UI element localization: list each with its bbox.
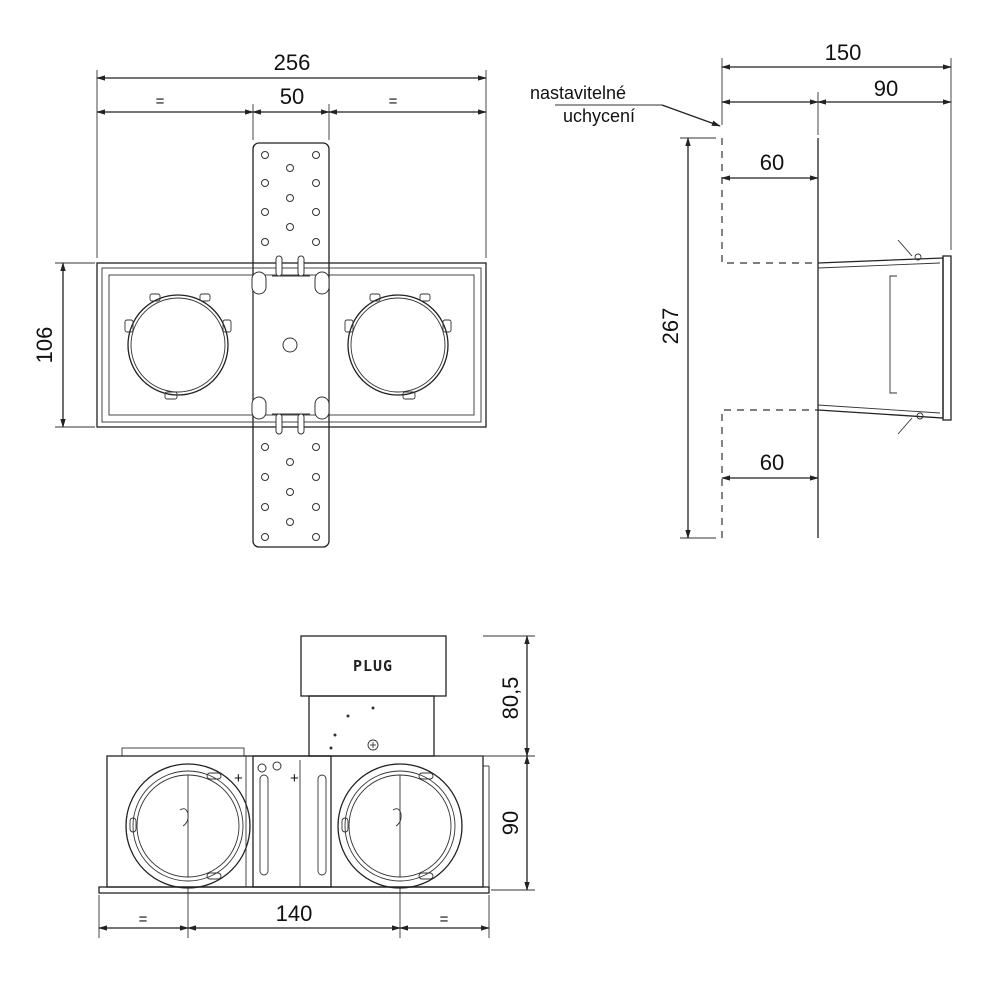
top-view: 256 = 50 = 106	[32, 50, 487, 548]
housing-outer	[96, 262, 487, 428]
dimension-267: 267	[658, 137, 716, 539]
note-line1: nastavitelné	[530, 83, 626, 103]
dimension-106: 106	[32, 262, 95, 428]
lamp-front-right	[337, 763, 463, 889]
driver-box	[308, 695, 435, 757]
dim-eq-left: =	[156, 93, 165, 110]
side-view: nastavitelné uchycení 150 90 60 60	[530, 40, 952, 539]
housing-inner	[108, 274, 475, 416]
dim-offset-top: 60	[760, 150, 784, 175]
dimension-90-front: 90	[491, 755, 535, 891]
bracket-front: + +	[234, 755, 332, 888]
strip-holes-bottom	[261, 443, 320, 541]
dimension-80-5: 80,5	[440, 635, 535, 757]
dim-body-height: 90	[498, 811, 523, 835]
dim-offset-bottom: 60	[760, 450, 784, 475]
dim-depth-inner: 90	[874, 76, 898, 101]
dim-eq-left-front: =	[139, 911, 148, 928]
strip-holes-top	[261, 151, 320, 246]
dim-depth-total: 150	[825, 40, 862, 65]
plug-label: PLUG	[353, 657, 393, 675]
center-hole	[282, 337, 298, 353]
lamp-cutout-left	[124, 293, 232, 400]
dimension-256: 256	[96, 50, 487, 258]
dimension-60-bottom: 60	[721, 450, 819, 481]
dim-center-spacing: 140	[276, 901, 313, 926]
strip-slots	[251, 255, 330, 435]
dim-height-total: 267	[658, 308, 683, 345]
dimension-90-side: 90	[721, 76, 952, 135]
svg-text:+: +	[234, 770, 243, 787]
dimension-140: = 140 =	[98, 888, 490, 938]
svg-text:+: +	[290, 770, 299, 787]
lamp-cutout-right	[344, 293, 452, 400]
dim-width-center: 50	[280, 84, 304, 109]
dim-eq-right: =	[389, 93, 398, 110]
dim-width-total: 256	[274, 50, 311, 75]
dimension-150: 150	[721, 40, 952, 250]
dimension-60-top: 60	[721, 150, 819, 181]
front-view: PLUG	[98, 635, 535, 938]
ceiling-outline-bottom	[721, 409, 818, 538]
dim-plug-height: 80,5	[498, 677, 523, 720]
dial-icon	[329, 706, 379, 751]
fixture-side	[817, 239, 952, 435]
dim-eq-right-front: =	[440, 911, 449, 928]
lamp-front-left	[125, 763, 251, 889]
mounting-note: nastavitelné uchycení	[530, 83, 721, 127]
note-line2: uchycení	[563, 106, 635, 126]
dimension-50: = 50 =	[96, 84, 487, 140]
dim-height: 106	[32, 327, 57, 364]
housing-rim	[101, 267, 482, 423]
